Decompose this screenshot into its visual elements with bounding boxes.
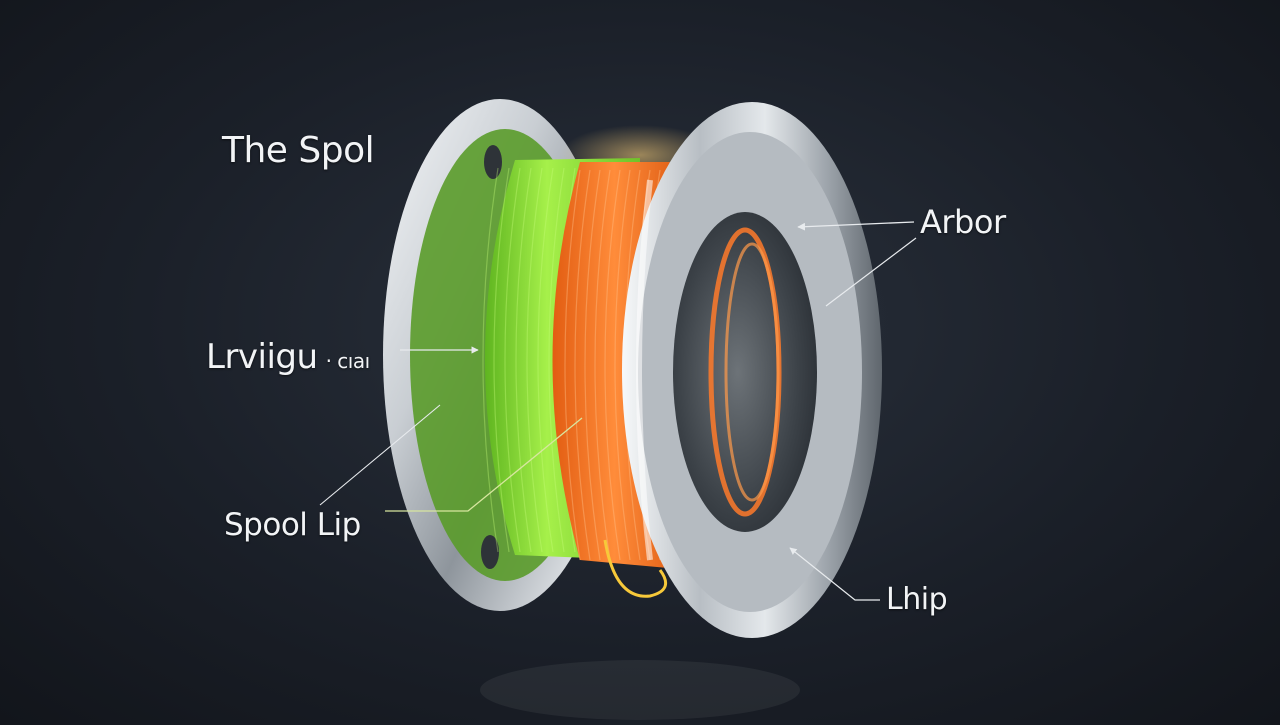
line-label-main: Lrviigu [206,337,318,377]
orange-strand [604,169,621,561]
green-strand [537,167,554,553]
green-strand [515,167,532,553]
orange-strand [584,169,601,561]
mounting-hole-bottom [481,535,499,569]
arbor-leader [797,221,915,231]
orange-strand [564,169,581,561]
spool-lip-leader-2 [385,417,583,512]
arbor-leader-2 [825,237,917,307]
front-flange [622,102,882,638]
green-strand [493,167,510,553]
title-label: The Spol [222,130,375,171]
floor-reflection [480,660,800,720]
leader-lines [319,221,917,601]
line-label-suffix: · cıaı [325,349,371,373]
lip-label: Lhip [886,582,948,617]
orange-strand [614,169,631,561]
spool-lip-label: Spool Lip [224,507,361,543]
orange-strand [594,169,611,561]
line-label: Lrviigu · cıaı [206,337,370,377]
arbor-label: Arbor [920,203,1006,241]
orange-strand [574,169,591,561]
mounting-hole-top [484,145,502,179]
lip-leader [789,547,880,601]
loose-line-end [603,539,668,598]
green-strand [482,167,499,553]
green-strand [504,167,521,553]
green-strand [548,167,565,553]
green-strand [526,167,543,553]
spool-lip-leader-1 [319,404,441,506]
